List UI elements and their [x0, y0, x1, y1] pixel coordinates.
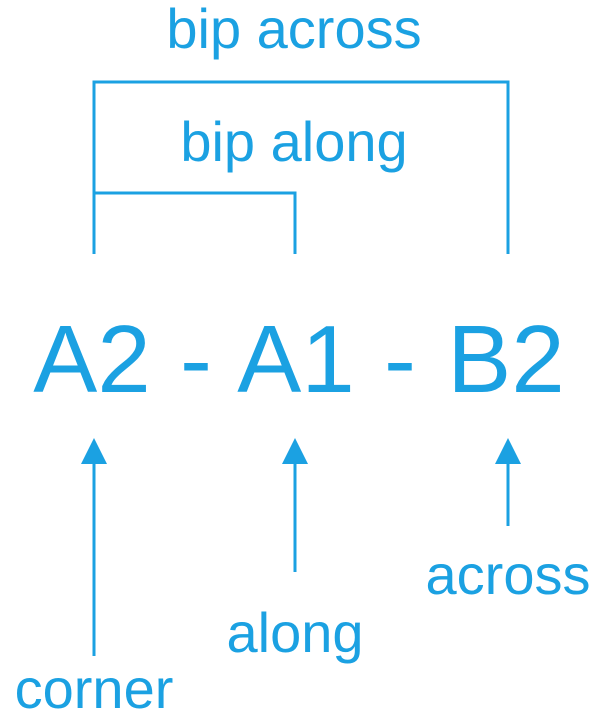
corner-label: corner [15, 657, 174, 718]
bip-along-bracket [92, 191, 297, 254]
bip-across-bracket [92, 80, 510, 254]
address-part-a1: A1 [237, 306, 354, 413]
across-label: across [426, 543, 591, 606]
address-separator: - [384, 306, 416, 413]
bip-along-label: bip along [180, 110, 407, 173]
address-part-a2: A2 [33, 306, 150, 413]
arrow-head-icon [282, 438, 308, 464]
corner-arrow [81, 438, 107, 656]
address-separator: - [180, 306, 212, 413]
arrow-head-icon [495, 438, 521, 464]
address-part-b2: B2 [447, 306, 564, 413]
across-arrow [495, 438, 521, 526]
bip-across-label: bip across [166, 0, 421, 60]
arrow-head-icon [81, 438, 107, 464]
cell-address: A2 - A1 - B2 [33, 306, 564, 413]
along-label: along [226, 601, 363, 664]
along-arrow [282, 438, 308, 572]
